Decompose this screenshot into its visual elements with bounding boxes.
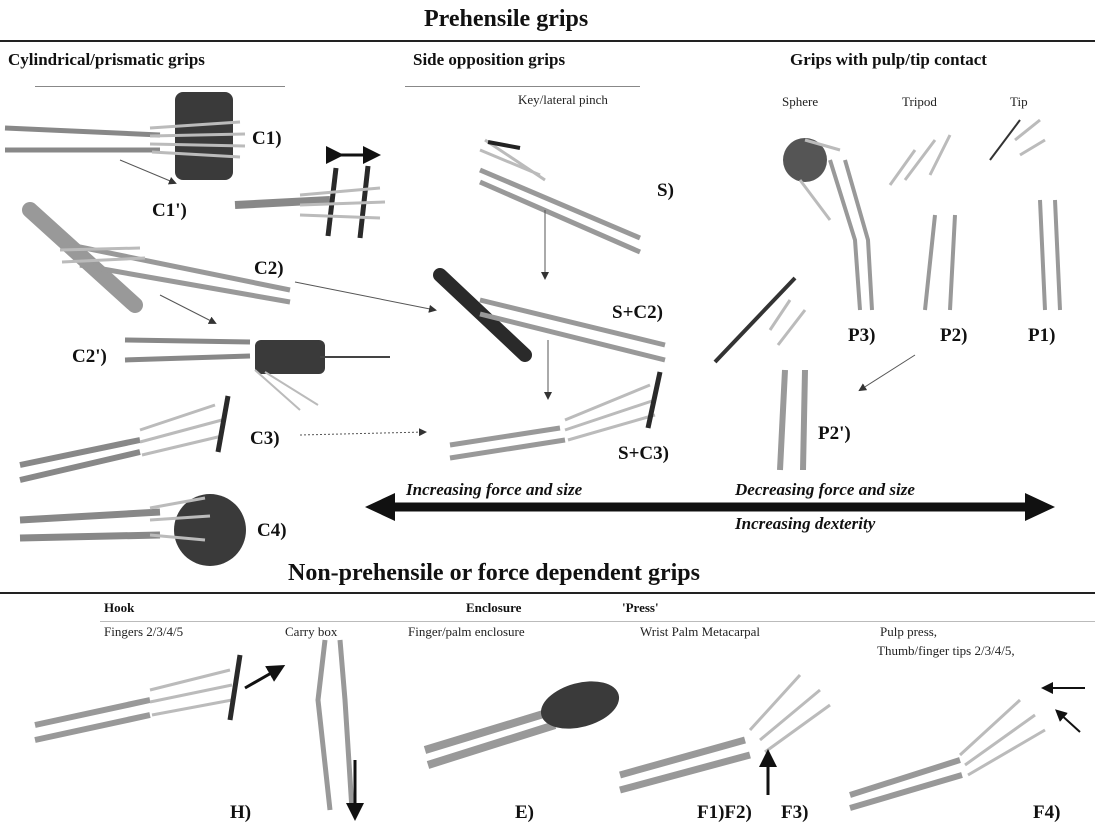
thumb-tips-label: Thumb/finger tips 2/3/4/5, bbox=[877, 643, 1015, 659]
label-f1f2: F1)F2) bbox=[697, 802, 752, 824]
grip-c4-drawing bbox=[20, 494, 246, 566]
grip-c2prime-drawing bbox=[125, 340, 390, 410]
carry-box-label: Carry box bbox=[285, 624, 337, 640]
grip-f-press-drawing bbox=[620, 675, 830, 795]
label-p1: P1) bbox=[1028, 325, 1055, 347]
hook-heading: Hook bbox=[104, 600, 134, 616]
enclosure-heading: Enclosure bbox=[466, 600, 521, 616]
label-f4: F4) bbox=[1033, 802, 1060, 824]
cylindrical-underline bbox=[35, 86, 285, 87]
pulp-heading: Grips with pulp/tip contact bbox=[790, 50, 987, 70]
grip-e-drawing bbox=[425, 673, 624, 765]
grip-c1prime-drawing bbox=[235, 155, 385, 238]
grip-p3-drawing bbox=[783, 138, 872, 310]
middle-rule bbox=[0, 592, 1095, 594]
label-h: H) bbox=[230, 802, 251, 824]
label-c1prime: C1') bbox=[152, 200, 187, 222]
grip-c2-drawing bbox=[30, 210, 290, 305]
sphere-label: Sphere bbox=[782, 94, 818, 110]
pulp-press-label: Pulp press, bbox=[880, 624, 937, 640]
enclosure-sub-label: Finger/palm enclosure bbox=[408, 624, 525, 640]
grip-c1-drawing bbox=[5, 92, 245, 180]
cylindrical-heading: Cylindrical/prismatic grips bbox=[8, 50, 205, 70]
axis-right-bottom-label: Increasing dexterity bbox=[735, 514, 875, 534]
press-sub-label: Wrist Palm Metacarpal bbox=[640, 624, 760, 640]
label-e: E) bbox=[515, 802, 534, 824]
grip-p2-drawing bbox=[890, 135, 955, 310]
bottom-group-rule bbox=[100, 621, 1095, 622]
key-lateral-label: Key/lateral pinch bbox=[518, 92, 608, 108]
label-c1: C1) bbox=[252, 128, 282, 150]
label-sc3: S+C3) bbox=[618, 443, 669, 465]
top-rule bbox=[0, 40, 1095, 42]
grip-p1-drawing bbox=[990, 120, 1060, 310]
axis-left-label: Increasing force and size bbox=[406, 480, 582, 500]
label-c2prime: C2') bbox=[72, 346, 107, 368]
side-underline bbox=[405, 86, 640, 87]
label-c3: C3) bbox=[250, 428, 280, 450]
axis-right-top-label: Decreasing force and size bbox=[735, 480, 915, 500]
grip-h-drawing bbox=[35, 655, 280, 740]
label-f3: F3) bbox=[781, 802, 808, 824]
grip-s-drawing bbox=[480, 140, 640, 252]
tip-label: Tip bbox=[1010, 94, 1028, 110]
label-p2: P2) bbox=[940, 325, 967, 347]
side-heading: Side opposition grips bbox=[413, 50, 565, 70]
grip-p2prime-drawing bbox=[715, 278, 805, 470]
label-sc2: S+C2) bbox=[612, 302, 663, 324]
press-heading: 'Press' bbox=[622, 600, 659, 616]
label-p3: P3) bbox=[848, 325, 875, 347]
label-c4: C4) bbox=[257, 520, 287, 542]
grip-f4-drawing bbox=[850, 688, 1085, 808]
hook-fingers-label: Fingers 2/3/4/5 bbox=[104, 624, 183, 640]
prehensile-title: Prehensile grips bbox=[424, 6, 588, 33]
label-s: S) bbox=[657, 180, 674, 202]
tripod-label: Tripod bbox=[902, 94, 937, 110]
non-prehensile-title: Non-prehensile or force dependent grips bbox=[288, 560, 700, 587]
grip-c3-drawing bbox=[20, 396, 228, 480]
label-p2prime: P2') bbox=[818, 423, 851, 445]
label-c2: C2) bbox=[254, 258, 284, 280]
grip-carry-box-drawing bbox=[318, 640, 355, 815]
